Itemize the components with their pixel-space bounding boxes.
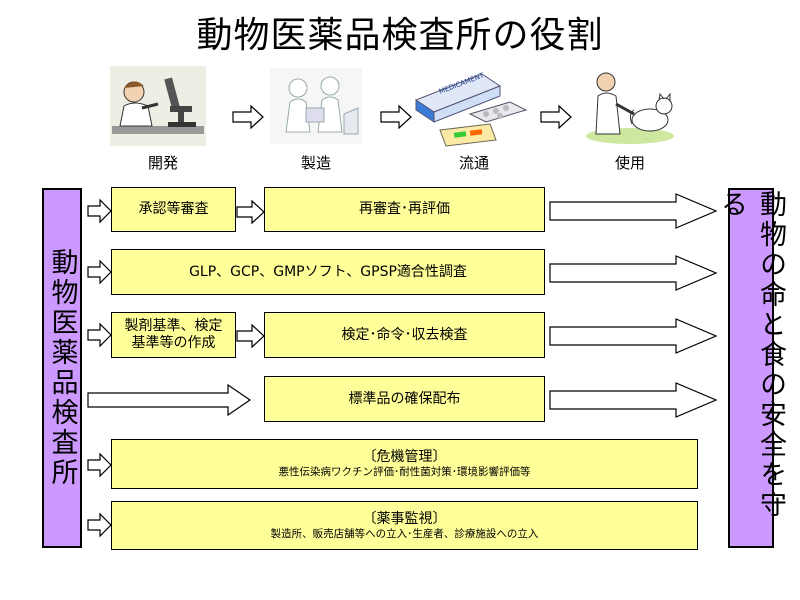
pharmaceutical-inspection-box: 〔薬事監視〕 製造所、販売店舗等への立入･生産者、診療施設への立入	[111, 501, 698, 550]
stage-label-development: 開発	[147, 154, 178, 172]
reexamination-label: 再審査･再評価	[359, 201, 450, 217]
crisis-management-title: 〔危機管理〕	[362, 449, 447, 465]
standards-creation-line1: 製剤基準、検定	[124, 318, 223, 334]
medicine-packaging-illustration: MEDICAMENT	[414, 71, 528, 147]
standards-creation-box: 製剤基準、検定 基準等の作成	[111, 312, 236, 358]
approval-review-box: 承認等審査	[111, 187, 236, 232]
crisis-management-detail: 悪性伝染病ワクチン評価･耐性菌対策･環境影響評価等	[278, 466, 531, 478]
pharmaceutical-inspection-detail: 製造所、販売店舗等への立入･生産者、診療施設への立入	[270, 527, 539, 540]
output-arrow-inspection	[549, 318, 718, 354]
crisis-management-box: 〔危機管理〕 悪性伝染病ワクチン評価･耐性菌対策･環境影響評価等	[111, 439, 698, 489]
inspection-label: 検定･命令･収去検査	[341, 326, 468, 343]
row-arrow-approval-to-reexam	[236, 199, 265, 225]
stage-label-distribution: 流通	[458, 154, 489, 172]
row-arrow-pharma	[87, 512, 112, 538]
row-arrow-approval	[87, 198, 112, 224]
output-arrow-glp	[549, 255, 718, 291]
stage-arrow-2	[380, 104, 412, 130]
page-title: 動物医薬品検査所の役割	[196, 15, 604, 56]
glp-compliance-box: GLP、GCP、GMPソフト、GPSP適合性調査	[111, 249, 545, 295]
row-arrow-reference	[87, 383, 252, 417]
right-box-label: 動物の命と食の安全を守る	[716, 190, 786, 520]
reference-standards-label: 標準品の確保配布	[348, 390, 461, 407]
scientist-microscope-illustration	[110, 66, 206, 146]
approval-review-label: 承認等審査	[138, 201, 209, 217]
reference-standards-box: 標準品の確保配布	[264, 376, 545, 422]
production-workers-illustration	[270, 68, 362, 144]
stage-label-manufacturing: 製造	[300, 154, 331, 172]
inspection-box: 検定･命令･収去検査	[264, 312, 545, 358]
veterinarian-with-cat-illustration	[586, 72, 674, 144]
animal-drug-inspection-center-box: 動物医薬品検査所	[42, 188, 82, 548]
row-arrow-glp	[87, 259, 112, 285]
glp-compliance-label: GLP、GCP、GMPソフト、GPSP適合性調査	[189, 263, 467, 280]
standards-creation-line2: 基準等の作成	[131, 335, 216, 351]
pharmaceutical-inspection-title: 〔薬事監視〕	[362, 510, 447, 527]
protect-life-and-food-safety-box: 動物の命と食の安全を守る	[716, 188, 786, 548]
left-box-label: 動物医薬品検査所	[46, 248, 78, 488]
output-arrow-reference	[549, 382, 718, 418]
stage-arrow-1	[232, 104, 264, 130]
row-arrow-crisis	[87, 452, 112, 478]
reexamination-box: 再審査･再評価	[264, 187, 545, 232]
row-arrow-standards-to-inspection	[236, 323, 265, 349]
row-arrow-standards	[87, 322, 112, 348]
stage-arrow-3	[540, 104, 572, 130]
output-arrow-reexam	[549, 193, 718, 229]
stage-label-use: 使用	[614, 154, 645, 172]
